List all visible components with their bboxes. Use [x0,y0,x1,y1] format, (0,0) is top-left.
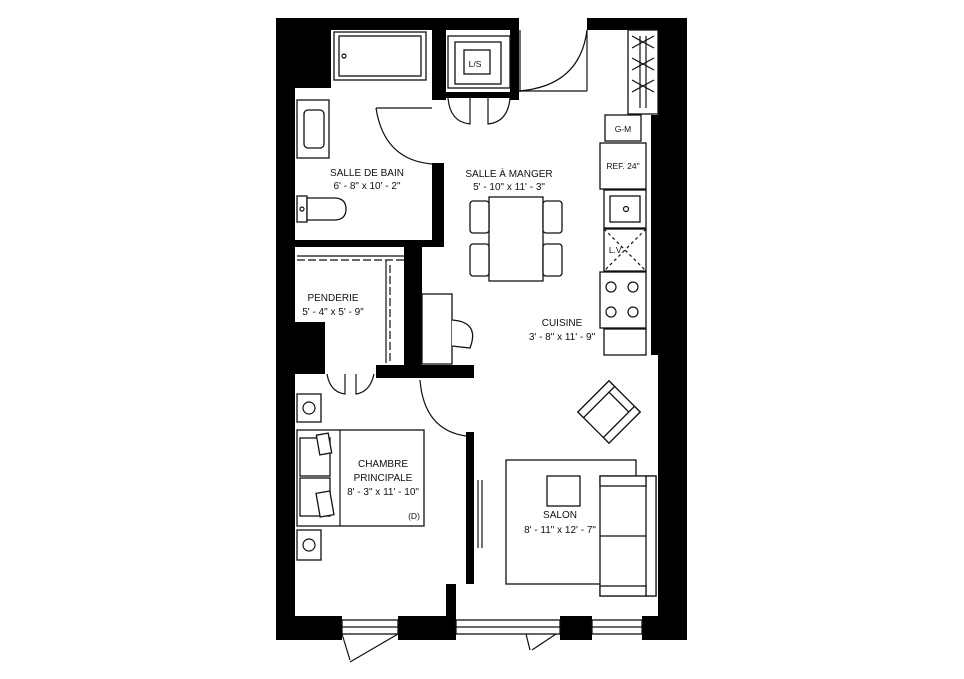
fridge-label: REF. 24" [606,161,639,171]
entry-door[interactable] [518,29,588,92]
living-dims: 8' - 11" x 12' - 7" [524,525,596,536]
bedroom [296,379,483,561]
coffee-table [546,475,581,507]
kitchen-dims: 3' - 8" x 11' - 9" [529,332,596,343]
nightstand [296,529,322,561]
dining-dims: 5' - 10" x 11' - 3" [473,182,545,193]
toilet [306,197,347,221]
dining-name: SALLE À MANGER [465,167,552,180]
bathroom-name: SALLE DE BAIN [330,168,404,179]
pantry-label: G-M [615,124,632,134]
closet-dims: 5' - 4" x 5' - 9" [302,307,364,318]
washer-dryer [463,49,491,75]
closet [297,255,404,395]
desk [421,293,474,365]
pantry-cabinet [604,114,642,142]
refrigerator [599,142,647,190]
bathroom [296,31,433,223]
windows [341,619,643,663]
interior-walls [295,22,658,616]
cooktop [599,271,647,329]
bedroom-name-line2: PRINCIPALE [354,473,413,484]
exterior-walls [276,18,687,640]
bedroom-dims: 8' - 3" x 11' - 10" [347,487,419,498]
nightstand [296,393,322,423]
detector-label: (D) [408,511,420,521]
toilet-tank [296,195,308,223]
wall-cabinet [627,29,659,115]
bedroom-name-line1: CHAMBRE [358,459,408,470]
closet-name: PENDERIE [307,293,358,304]
kitchen-counter [599,29,659,356]
living-room [505,379,657,597]
dining-table [488,196,544,282]
living-name: SALON [543,510,577,521]
armchair [576,379,642,445]
dining-set [469,196,563,282]
laundry-closet [447,30,521,125]
kitchen-name: CUISINE [542,318,583,329]
bathroom-dims: 6' - 8" x 10' - 2" [333,181,401,192]
laundry-label: L/S [469,59,482,69]
dishwasher-label: L.V. [609,245,623,255]
